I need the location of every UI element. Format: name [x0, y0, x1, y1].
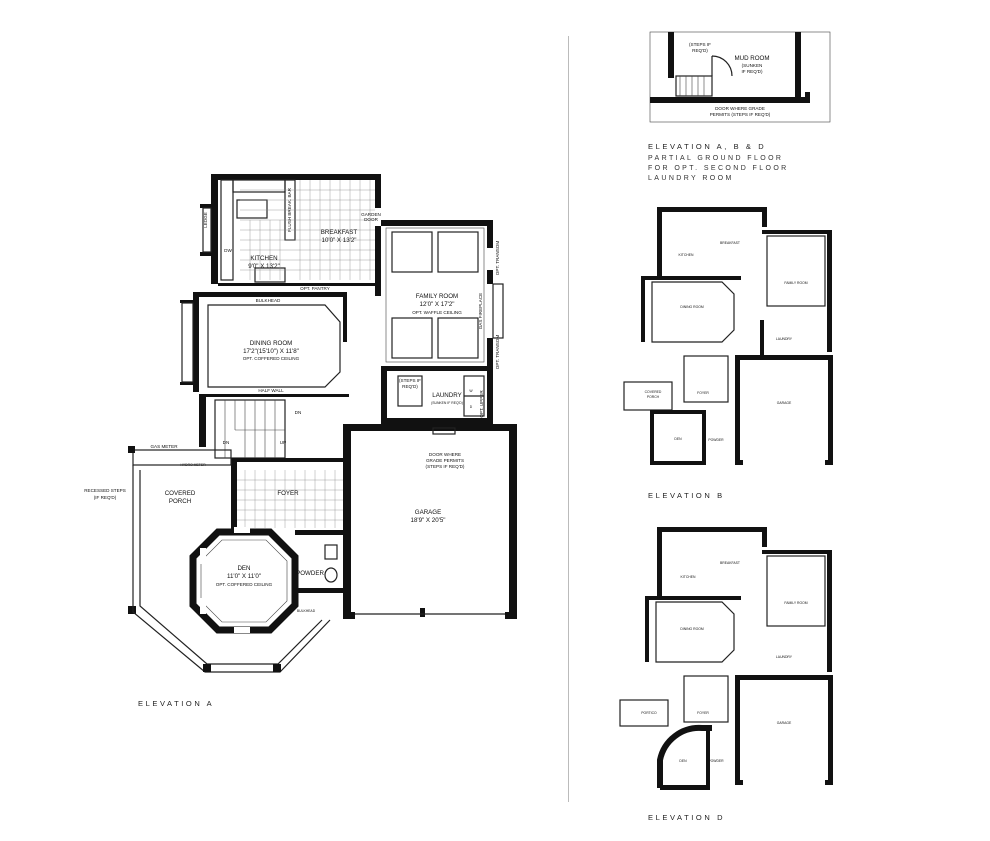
- elev-b-den: DEN: [674, 437, 682, 441]
- hydro-meter-label: HYDRO METER: [180, 463, 206, 467]
- elevation-b-plan: [623, 207, 833, 465]
- foyer-walls: [231, 458, 343, 530]
- breakfast-floor-grid: [240, 180, 375, 280]
- foyer-name: FOYER: [277, 490, 299, 497]
- breakfast-size: 10'0" X 13'2": [322, 237, 357, 244]
- elev-d-foyer: FOYER: [697, 711, 709, 715]
- grade-permits-label: GRADE PERMITS: [426, 458, 464, 463]
- steps-label-2: REQ'D): [402, 384, 418, 389]
- elev-d-kitchen: KITCHEN: [681, 575, 696, 579]
- caption-elevation-b: ELEVATION B: [648, 491, 725, 500]
- half-wall-label: HALF WALL: [258, 388, 284, 393]
- covered-porch-name: COVERED: [165, 490, 196, 497]
- up-label: UP: [280, 440, 286, 445]
- ledge-label: LEDGE: [203, 212, 208, 228]
- gas-fireplace-label: GAS FIREPLACE: [478, 293, 483, 330]
- elev-b-dining: DINING ROOM: [680, 305, 704, 309]
- subcaption-line-1: PARTIAL GROUND FLOOR: [648, 155, 784, 162]
- elev-d-den: DEN: [679, 759, 687, 763]
- laundry-note: (SUNKEN IF REQ'D): [431, 401, 463, 405]
- family-room-name: FAMILY ROOM: [416, 293, 458, 300]
- garage-walls: [343, 424, 517, 619]
- kitchen-name: KITCHEN: [250, 255, 277, 262]
- inset-steps-label: (STEPS IF: [689, 42, 711, 47]
- elevation-d-plan: [619, 527, 833, 790]
- den-octagon: [189, 527, 299, 634]
- bulkhead-label: BULKHEAD: [256, 298, 281, 303]
- dn-label-2: DN: [223, 440, 230, 445]
- den-size: 11'0" X 11'0": [227, 573, 261, 580]
- dining-room-name: DINING ROOM: [250, 340, 293, 347]
- d-label: D: [470, 405, 473, 409]
- stairs: [199, 397, 286, 459]
- elev-d-family: FAMILY ROOM: [784, 601, 807, 605]
- elev-b-breakfast: BREAKFAST: [720, 241, 740, 245]
- dining-room-size: 17'2"(15'10") X 11'8": [243, 348, 299, 355]
- elev-d-breakfast: BREAKFAST: [720, 561, 740, 565]
- den-name: DEN: [237, 565, 250, 572]
- inset-mud-room-name: MUD ROOM: [734, 55, 769, 62]
- powder-name: POWDER: [296, 570, 324, 577]
- inset-steps-label-2: REQ'D): [692, 48, 708, 53]
- caption-elevation-a: ELEVATION A: [138, 699, 215, 708]
- inset-mudroom: [649, 31, 831, 123]
- elev-b-laundry: LAUNDRY: [776, 337, 793, 341]
- caption-elevation-d: ELEVATION D: [648, 813, 726, 822]
- elev-d-porch: PORTICO: [641, 711, 657, 715]
- door-where-label: DOOR WHERE: [429, 452, 461, 457]
- laundry-walls: [381, 371, 493, 424]
- flush-break-bar-label: FLUSH BREAK. BAR: [287, 187, 292, 232]
- main-plan: [128, 174, 517, 673]
- recessed-steps-label: RECESSED STEPS: [84, 488, 126, 493]
- dn-label: DN: [295, 410, 302, 415]
- inset-permits-label: PERMITS (STEPS IF REQ'D): [710, 112, 771, 117]
- dining-room-walls: [180, 292, 349, 397]
- garden-door-label: GARDEN: [361, 212, 381, 217]
- subcaption-line-3: LAUNDRY ROOM: [648, 175, 734, 182]
- garage-size: 18'9" X 20'5": [411, 517, 446, 524]
- elev-d-laundry: LAUNDRY: [776, 655, 793, 659]
- w-label: W: [469, 389, 473, 393]
- bulkhead-label-2: BULKHEAD: [297, 609, 316, 613]
- opt-upper-label: OPT. UPPER: [479, 390, 484, 418]
- elev-b-family: FAMILY ROOM: [784, 281, 807, 285]
- elev-b-kitchen: KITCHEN: [679, 253, 694, 257]
- elev-b-porch: PORCH: [647, 395, 660, 399]
- laundry-name: LAUNDRY: [432, 392, 461, 399]
- dw-label: DW: [224, 248, 232, 253]
- inset-door-where-label: DOOR WHERE GRADE: [715, 106, 765, 111]
- covered-porch-name-2: PORCH: [169, 498, 191, 505]
- family-room-note: OPT. WAFFLE CEILING: [412, 310, 462, 315]
- family-room-walls: [381, 220, 504, 371]
- powder-room: [295, 530, 343, 593]
- elev-d-garage: GARAGE: [777, 721, 792, 725]
- inset-sunken-label-2: IF REQ'D): [741, 69, 763, 74]
- kitchen-size: 9'0" X 13'2": [248, 263, 280, 270]
- elev-d-powder: POWDER: [708, 759, 724, 763]
- inset-sunken-label: (SUNKEN: [742, 63, 763, 68]
- elev-b-powder: POWDER: [708, 438, 724, 442]
- opt-transom-bottom-label: OPT. TRANSOM: [495, 335, 500, 370]
- steps-if-reqd-3-label: (STEPS IF REQ'D): [426, 464, 465, 469]
- den-note: OPT. COFFERED CEILING: [216, 582, 273, 587]
- subcaption-line-2: FOR OPT. SECOND FLOOR: [648, 165, 789, 172]
- gas-meter-label: GAS METER: [150, 444, 178, 449]
- garden-door-label-2: DOOR: [364, 217, 378, 222]
- recessed-steps-label-2: (IF REQ'D): [94, 495, 117, 500]
- panel-divider: [568, 36, 569, 802]
- elev-b-garage: GARAGE: [777, 401, 792, 405]
- dining-room-note: OPT. COFFERED CEILING: [243, 356, 300, 361]
- covered-porch: [128, 446, 331, 673]
- family-room-size: 12'0" X 17'2": [420, 301, 455, 308]
- steps-label: (STEPS IF: [399, 378, 421, 383]
- elev-b-foyer: FOYER: [697, 391, 709, 395]
- caption-elevation-abd: ELEVATION A, B & D: [648, 142, 767, 151]
- elev-d-dining: DINING ROOM: [680, 627, 704, 631]
- breakfast-name: BREAKFAST: [321, 229, 358, 236]
- garage-name: GARAGE: [415, 509, 441, 516]
- elev-b-covered: COVERED: [645, 390, 662, 394]
- opt-transom-top-label: OPT. TRANSOM: [495, 241, 500, 276]
- opt-pantry-label: OPT. PANTRY: [300, 286, 330, 291]
